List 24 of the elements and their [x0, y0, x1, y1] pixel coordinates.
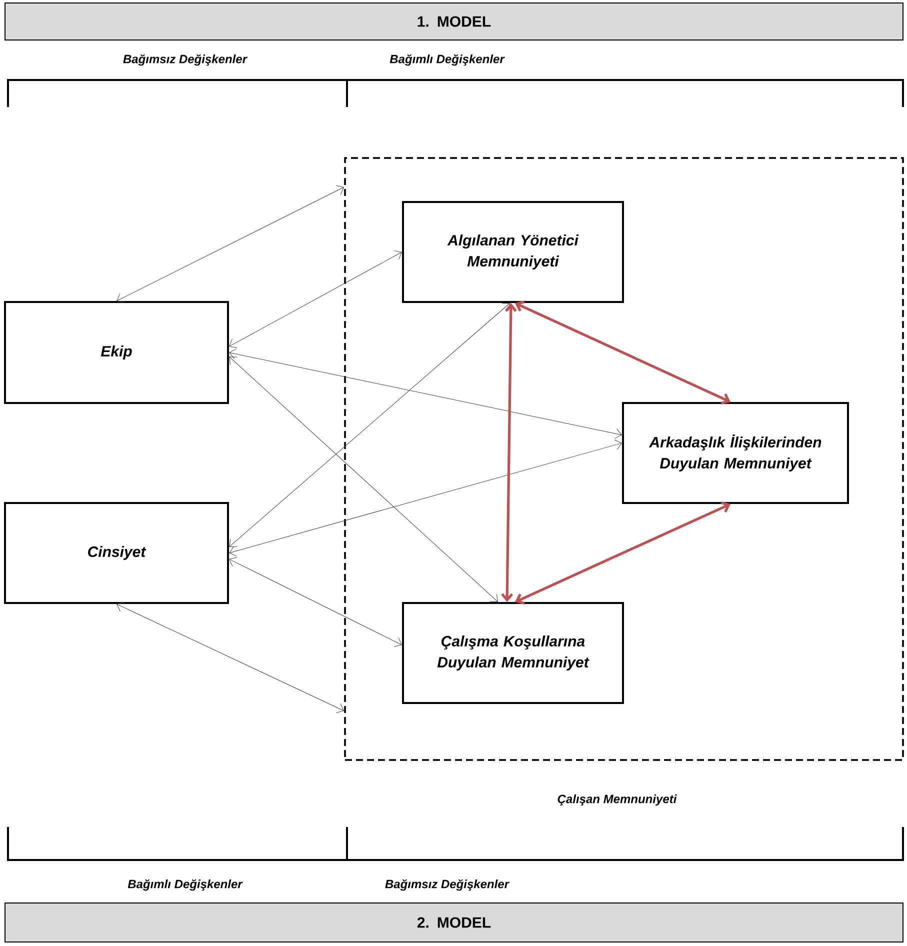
variable-box: Arkadaşlık İlişkilerinden Duyulan Memnuniyet [622, 402, 849, 504]
arrow [116, 602, 344, 713]
arrow [229, 348, 622, 439]
model-banner: 1. MODEL [4, 2, 904, 40]
bracket-label: Bağımlı Değişkenler [390, 54, 505, 66]
variable-box: Ekip [4, 301, 229, 404]
arrow [229, 356, 498, 602]
bracket-label: Bağımsız Değişkenler [385, 879, 510, 891]
variable-box: Çalışma Koşullarına Duyulan Memnuniyet [402, 602, 624, 704]
bracket-label: Bağımsız Değişkenler [123, 54, 248, 66]
arrow [229, 557, 402, 647]
arrow [229, 250, 402, 348]
model-banner: 2. MODEL [4, 902, 904, 942]
arrow [229, 303, 510, 547]
variable-box: Algılanan Yönetici Memnuniyeti [402, 201, 624, 303]
arrow [501, 303, 517, 602]
arrow [515, 300, 730, 404]
dashed-frame [344, 157, 904, 761]
bracket-label: Bağımlı Değişkenler [128, 879, 243, 891]
arrow [116, 185, 344, 303]
arrow [515, 502, 730, 604]
variable-box: Cinsiyet [4, 502, 229, 604]
frame-caption: Çalışan Memnuniyeti [558, 794, 677, 806]
arrow [229, 440, 622, 556]
